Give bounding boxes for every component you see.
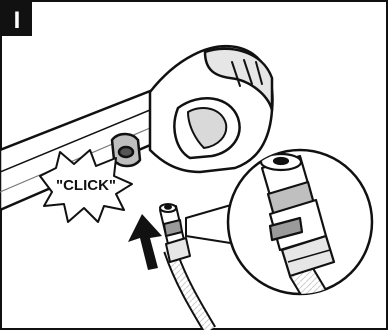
magnified-connector-icon <box>226 148 374 296</box>
click-burst: "CLICK" <box>39 149 133 223</box>
step-number: I <box>14 7 21 34</box>
step-badge: I <box>2 2 32 36</box>
click-label: "CLICK" <box>56 177 116 194</box>
push-arrow-icon <box>128 214 162 270</box>
hose-connector-icon <box>159 203 217 334</box>
